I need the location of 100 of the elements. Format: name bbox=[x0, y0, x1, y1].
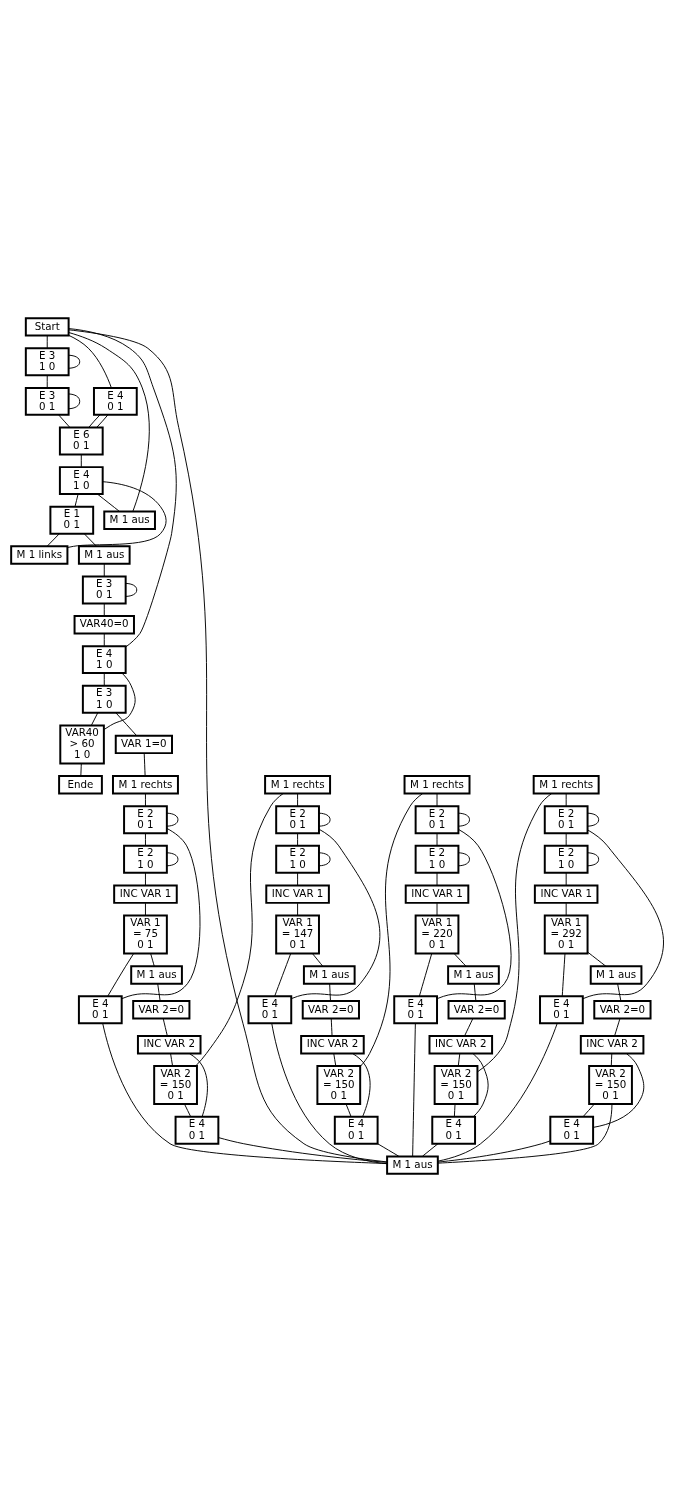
node-box: VAR 1 = 292 0 1 bbox=[543, 914, 589, 955]
connector bbox=[329, 983, 331, 1002]
connector bbox=[565, 832, 567, 847]
connector bbox=[587, 812, 600, 827]
node-box: E 3 0 1 bbox=[24, 386, 70, 416]
connector bbox=[453, 953, 467, 967]
connector bbox=[291, 828, 381, 1000]
connector bbox=[195, 793, 284, 1067]
connector bbox=[97, 493, 120, 512]
connector bbox=[96, 414, 109, 428]
connector bbox=[58, 414, 71, 428]
connector bbox=[67, 481, 167, 548]
connector bbox=[312, 953, 324, 967]
node-box: E 4 0 1 bbox=[93, 386, 138, 416]
connector bbox=[477, 793, 553, 1073]
connector bbox=[561, 953, 566, 997]
node-box: E 2 1 0 bbox=[543, 844, 589, 874]
node-box: VAR 1 = 147 0 1 bbox=[275, 914, 320, 955]
node-box: VAR 2 = 150 0 1 bbox=[433, 1065, 479, 1106]
connector bbox=[565, 872, 567, 886]
node-box: INC VAR 2 bbox=[136, 1035, 202, 1055]
node-box: M 1 rechts bbox=[403, 775, 471, 795]
connector bbox=[297, 832, 299, 847]
connector bbox=[145, 832, 146, 847]
node-box: VAR40=0 bbox=[73, 615, 135, 635]
node-box: E 3 0 1 bbox=[81, 575, 127, 605]
connector bbox=[352, 1053, 371, 1118]
connector bbox=[157, 983, 161, 1002]
connector bbox=[436, 793, 438, 807]
node-box: INC VAR 1 bbox=[404, 884, 470, 904]
node-box: M 1 rechts bbox=[112, 775, 179, 795]
connector bbox=[125, 582, 138, 597]
connector bbox=[107, 953, 135, 997]
node-box: E 4 0 1 bbox=[431, 1115, 477, 1145]
node-box: M 1 rechts bbox=[264, 775, 332, 795]
connector bbox=[377, 1143, 400, 1157]
connector bbox=[46, 374, 48, 389]
connector bbox=[80, 454, 82, 468]
node-box: M 1 aus bbox=[386, 1155, 439, 1175]
node-box: E 3 1 0 bbox=[24, 347, 70, 377]
node-box: E 2 0 1 bbox=[275, 805, 320, 835]
node-box: M 1 aus bbox=[103, 510, 156, 530]
connector bbox=[68, 393, 81, 410]
node-box: VAR40 > 60 1 0 bbox=[59, 724, 105, 765]
connector bbox=[436, 832, 438, 847]
connector bbox=[74, 493, 79, 508]
node-box: E 1 0 1 bbox=[49, 505, 95, 535]
connector bbox=[582, 829, 664, 1000]
node-box: Start bbox=[24, 317, 70, 337]
connector bbox=[145, 902, 146, 916]
node-box: E 4 0 1 bbox=[539, 995, 584, 1025]
node-box: M 1 rechts bbox=[532, 775, 600, 795]
connector bbox=[121, 828, 201, 1000]
connector bbox=[565, 902, 567, 916]
connector bbox=[437, 1140, 551, 1163]
connector bbox=[457, 1053, 461, 1067]
connector bbox=[162, 1018, 168, 1037]
node-box: E 6 0 1 bbox=[58, 426, 104, 456]
node-box: INC VAR 2 bbox=[300, 1035, 365, 1055]
connector bbox=[297, 872, 299, 886]
connector bbox=[102, 1023, 388, 1164]
connector bbox=[68, 334, 112, 389]
connector bbox=[46, 533, 60, 547]
node-box: VAR 2 = 150 0 1 bbox=[588, 1065, 633, 1106]
connector bbox=[184, 1103, 192, 1118]
node-box: INC VAR 1 bbox=[265, 884, 330, 904]
connector bbox=[103, 603, 105, 617]
connector bbox=[274, 953, 292, 997]
connector bbox=[318, 812, 331, 827]
connector bbox=[218, 1137, 388, 1163]
connector bbox=[472, 1053, 489, 1118]
connector bbox=[453, 1103, 456, 1118]
node-box: M 1 aus bbox=[130, 965, 183, 985]
node-box: E 4 1 0 bbox=[81, 645, 127, 675]
connector bbox=[115, 712, 137, 736]
connector bbox=[473, 983, 477, 1002]
node-box: E 4 0 1 bbox=[333, 1115, 379, 1145]
connector bbox=[610, 1053, 613, 1067]
connector bbox=[170, 1053, 174, 1067]
connector bbox=[412, 1023, 416, 1157]
node-box: INC VAR 2 bbox=[579, 1035, 645, 1055]
node-box: VAR 2=0 bbox=[593, 1000, 652, 1020]
connector bbox=[145, 872, 146, 886]
node-box: VAR 2 = 150 0 1 bbox=[316, 1065, 362, 1106]
connector bbox=[458, 852, 470, 867]
connector bbox=[359, 793, 424, 1068]
node-box: INC VAR 1 bbox=[533, 884, 599, 904]
connector bbox=[437, 1022, 558, 1162]
connector bbox=[103, 672, 136, 730]
node-box: E 4 0 1 bbox=[549, 1115, 595, 1145]
node-box: E 4 1 0 bbox=[58, 466, 104, 496]
connector bbox=[458, 812, 470, 827]
connector bbox=[333, 1053, 337, 1067]
node-box: VAR 2=0 bbox=[132, 1000, 191, 1020]
connector bbox=[421, 1143, 439, 1157]
connector bbox=[436, 872, 438, 886]
connector bbox=[271, 1023, 388, 1165]
connector bbox=[145, 793, 146, 807]
node-box: Ende bbox=[58, 775, 103, 795]
connector bbox=[150, 953, 155, 967]
